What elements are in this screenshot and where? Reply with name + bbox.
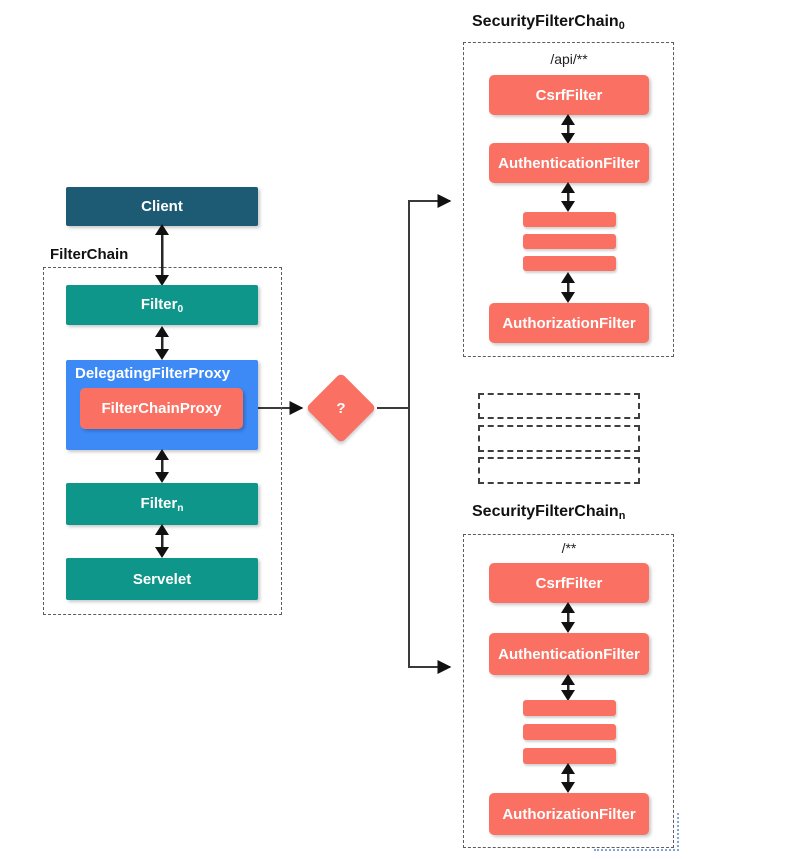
chainn-csrf-label: CsrfFilter: [535, 574, 603, 592]
chain-slot-placeholder: [478, 425, 640, 452]
chain0-csrf-auth-arrow: [561, 114, 575, 144]
filter-chain-proxy-label: FilterChainProxy: [101, 400, 222, 417]
chainn-authorization-box: AuthorizationFilter: [489, 793, 649, 835]
chainn-filter-placeholder-bar: [523, 748, 616, 764]
decision-to-chainn-arrow: [408, 408, 452, 674]
filtern-label: Filtern: [140, 494, 184, 514]
chainn-bars-authz-arrow: [561, 763, 575, 793]
chainn-filter-placeholder-bar: [523, 724, 616, 740]
chain0-group: [463, 42, 674, 357]
filtern-servlet-arrow: [155, 524, 169, 558]
chain0-csrf-label: CsrfFilter: [535, 86, 603, 104]
chain0-filter-placeholder-bar: [523, 212, 616, 227]
chainn-csrf-box: CsrfFilter: [489, 563, 649, 603]
chainn-authentication-box: AuthenticationFilter: [489, 633, 649, 675]
chain0-authentication-label: AuthenticationFilter: [498, 154, 640, 172]
chain0-auth-bars-arrow: [561, 182, 575, 212]
client-filter0-arrow: [155, 224, 169, 286]
servlet-box: Servelet: [66, 558, 258, 600]
decision-diamond: ?: [305, 372, 377, 444]
chainn-auth-bars-arrow: [561, 674, 575, 701]
chainn-title: SecurityFilterChainn: [472, 503, 626, 522]
delegating-filter-proxy-label: DelegatingFilterProxy: [75, 365, 231, 382]
chainn-authorization-label: AuthorizationFilter: [502, 805, 636, 823]
chain0-pattern: /api/**: [550, 51, 588, 67]
filtern-box: Filtern: [66, 483, 258, 525]
filter0-label: Filter0: [140, 295, 184, 315]
chain0-filter-placeholder-bar: [523, 256, 616, 271]
chain0-authentication-box: AuthenticationFilter: [489, 143, 649, 183]
filter0-box: Filter0: [66, 285, 258, 325]
delegating-filtern-arrow: [155, 449, 169, 483]
chain0-title: SecurityFilterChain0: [472, 13, 625, 32]
chainn-group: [463, 534, 674, 848]
decision-label: ?: [336, 399, 346, 417]
chain-slot-placeholder: [478, 457, 640, 484]
filterchain-title: FilterChain: [50, 246, 129, 263]
chain0-csrf-box: CsrfFilter: [489, 75, 649, 115]
chain0-authorization-label: AuthorizationFilter: [502, 314, 636, 332]
chainn-csrf-auth-arrow: [561, 602, 575, 633]
chainn-pattern: /**: [561, 540, 577, 556]
filter0-delegating-arrow: [155, 326, 169, 360]
chain-slot-placeholder: [478, 393, 640, 419]
chainn-filter-placeholder-bar: [523, 700, 616, 716]
chain0-filter-placeholder-bar: [523, 234, 616, 249]
client-label: Client: [141, 198, 183, 215]
filter-chain-proxy-box: FilterChainProxy: [80, 388, 243, 429]
decision-to-chain0-arrow: [377, 194, 452, 409]
servlet-label: Servelet: [132, 570, 192, 588]
chain0-authorization-box: AuthorizationFilter: [489, 303, 649, 343]
client-box: Client: [66, 187, 258, 226]
selection-artifact: [594, 813, 679, 851]
chain0-bars-authz-arrow: [561, 272, 575, 303]
chainn-authentication-label: AuthenticationFilter: [498, 645, 640, 663]
